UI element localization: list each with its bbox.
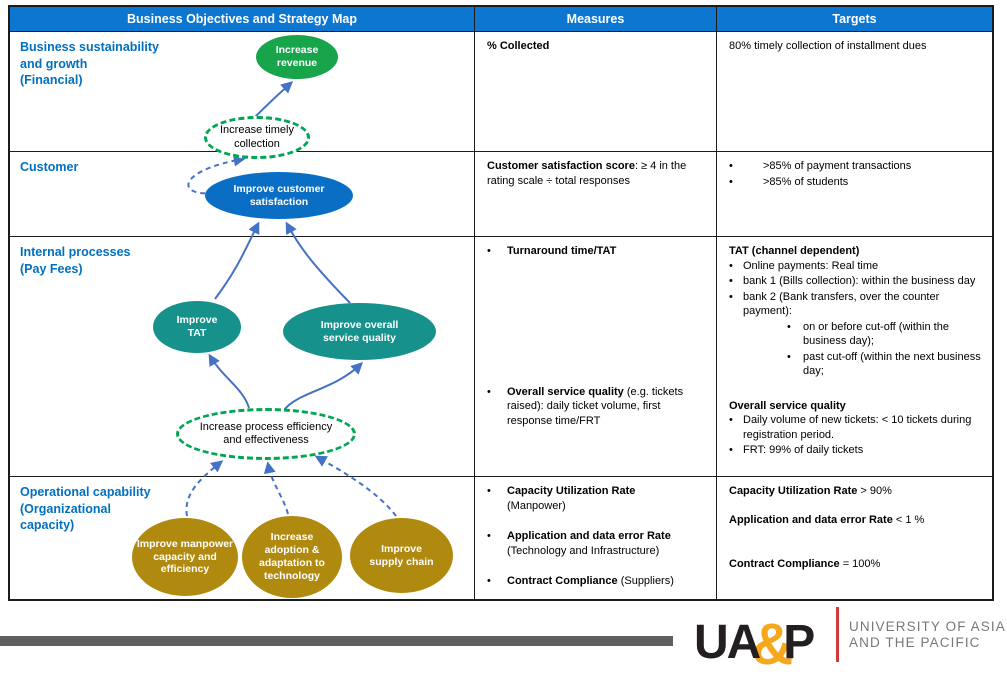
university-name-line1: UNIVERSITY OF ASIA	[849, 619, 1006, 634]
node-increase-timely-collection: Increase timely collection	[204, 116, 310, 159]
node-increase-process-efficiency: Increase process efficiency and effectiv…	[176, 408, 356, 460]
cell-financial-measures: % Collected	[475, 32, 717, 152]
target-online-payments-text: Online payments: Real time	[743, 259, 879, 272]
target-students-text: >85% of students	[763, 175, 849, 188]
university-name-line2: AND THE PACIFIC	[849, 635, 981, 651]
cell-financial-targets: 80% timely collection of installment due…	[717, 32, 992, 152]
logo-red-divider	[836, 607, 839, 662]
target-capacity-rest: > 90%	[857, 485, 892, 497]
node-improve-supply-chain: Improve supply chain	[350, 518, 453, 593]
target-bank1-text: bank 1 (Bills collection): within the bu…	[743, 275, 976, 288]
target-quality-heading: Overall service quality	[729, 399, 846, 412]
target-students: >85% of students	[729, 175, 982, 190]
target-before-cutoff-text: on or before cut-off (within the busines…	[803, 320, 949, 348]
target-daily-volume: Daily volume of new tickets: < 10 ticket…	[729, 413, 982, 442]
cell-internal-map: Internal processes (Pay Fees)	[10, 237, 475, 477]
measure-capacity-bold: Capacity Utilization Rate	[507, 485, 636, 497]
target-past-cutoff: past cut-off (within the next business d…	[787, 350, 982, 379]
header-measures-label: Measures	[566, 12, 625, 26]
header-measures: Measures	[475, 7, 717, 32]
measure-contract-rest: (Suppliers)	[617, 575, 674, 588]
target-frt-text: FRT: 99% of daily tickets	[743, 444, 864, 457]
target-payment-transactions: >85% of payment transactions	[729, 159, 982, 174]
target-contract-bold: Contract Compliance	[729, 558, 840, 571]
target-contract-rest: = 100%	[839, 558, 881, 571]
target-timely-collection: 80% timely collection of installment due…	[729, 40, 927, 52]
node-improve-tat: Improve TAT	[153, 301, 241, 353]
target-frt: FRT: 99% of daily tickets	[729, 443, 982, 458]
node-increase-adoption: Increase adoption & adaptation to techno…	[242, 516, 342, 598]
cell-operational-map: Operational capability (Organizational c…	[10, 477, 475, 599]
target-past-cutoff-text: past cut-off (within the next business d…	[803, 350, 981, 378]
measure-percent-collected: % Collected	[487, 40, 550, 52]
measure-service-quality-bold: Overall service quality	[507, 385, 624, 398]
measure-satisfaction-score: Customer satisfaction score	[487, 160, 635, 172]
uap-logo: UA & P	[694, 610, 815, 674]
cell-customer-targets: >85% of payment transactions >85% of stu…	[717, 152, 992, 237]
measure-contract: Contract Compliance (Suppliers)	[487, 574, 706, 589]
row-label-operational: Operational capability (Organizational c…	[20, 485, 151, 532]
measure-error-rate-bold: Application and data error Rate	[507, 530, 671, 543]
node-increase-revenue: Increase revenue	[256, 35, 338, 79]
measure-tat: Turnaround time/TAT	[487, 244, 706, 259]
target-capacity-bold: Capacity Utilization Rate	[729, 485, 858, 497]
node-improve-manpower: Improve manpower capacity and efficiency	[132, 518, 238, 596]
measure-service-quality: Overall service quality (e.g. tickets ra…	[487, 385, 706, 429]
target-error-rate: Application and data error Rate < 1 %	[729, 513, 982, 528]
node-improve-overall-service-quality: Improve overall service quality	[283, 303, 436, 360]
footer-divider-bar	[0, 636, 673, 646]
target-bank2: bank 2 (Bank transfers, over the counter…	[729, 290, 982, 319]
logo-p-text: P	[783, 616, 815, 669]
measure-tat-text: Turnaround time/TAT	[507, 245, 617, 257]
target-online-payments: Online payments: Real time	[729, 259, 982, 274]
target-error-rate-rest: < 1 %	[892, 513, 925, 526]
header-targets-label: Targets	[832, 12, 877, 26]
measure-satisfaction-score-detail: : ≥ 4 in the rating scale ÷ total respon…	[487, 160, 687, 187]
strategy-table: Business Objectives and Strategy Map Mea…	[8, 5, 994, 601]
node-improve-customer-satisfaction: Improve customer satisfaction	[205, 172, 353, 219]
header-strategy-map: Business Objectives and Strategy Map	[10, 7, 475, 32]
measure-capacity-rest: (Manpower)	[507, 499, 566, 512]
cell-internal-measures: Turnaround time/TAT Overall service qual…	[475, 237, 717, 477]
target-bank1: bank 1 (Bills collection): within the bu…	[729, 274, 982, 289]
row-label-customer: Customer	[20, 160, 79, 174]
measure-contract-bold: Contract Compliance	[507, 575, 618, 588]
target-capacity: Capacity Utilization Rate > 90%	[729, 484, 982, 499]
logo-ua-text: UA	[694, 616, 761, 669]
measure-service-quality-text: Overall service quality (e.g. tickets ra…	[507, 385, 706, 429]
header-targets: Targets	[717, 7, 992, 32]
row-label-financial: Business sustainability and growth (Fina…	[20, 40, 159, 87]
target-tat-heading: TAT (channel dependent)	[729, 245, 860, 257]
measure-error-rate-rest: (Technology and Infrastructure)	[507, 544, 660, 557]
header-strategy-map-label: Business Objectives and Strategy Map	[127, 12, 357, 26]
target-payment-transactions-text: >85% of payment transactions	[763, 160, 912, 172]
university-name: UNIVERSITY OF ASIA AND THE PACIFIC	[849, 619, 1006, 651]
measure-error-rate: Application and data error Rate(Technolo…	[487, 529, 706, 558]
cell-customer-measures: Customer satisfaction score: ≥ 4 in the …	[475, 152, 717, 237]
measure-capacity-text: Capacity Utilization Rate (Manpower)	[507, 484, 635, 513]
row-label-internal: Internal processes (Pay Fees)	[20, 245, 131, 276]
measure-capacity: Capacity Utilization Rate (Manpower)	[487, 484, 706, 513]
cell-operational-measures: Capacity Utilization Rate (Manpower) Appl…	[475, 477, 717, 599]
target-before-cutoff: on or before cut-off (within the busines…	[787, 320, 982, 349]
target-contract: Contract Compliance = 100%	[729, 557, 982, 572]
measure-contract-text: Contract Compliance (Suppliers)	[507, 574, 674, 589]
measure-error-rate-text: Application and data error Rate(Technolo…	[507, 529, 671, 558]
target-daily-volume-text: Daily volume of new tickets: < 10 ticket…	[743, 414, 972, 441]
target-bank2-text: bank 2 (Bank transfers, over the counter…	[743, 290, 940, 318]
measure-service-quality-rest: (e.g. tickets raised): daily ticket volu…	[507, 385, 684, 427]
cell-operational-targets: Capacity Utilization Rate > 90% Applicat…	[717, 477, 992, 599]
target-error-rate-bold: Application and data error Rate	[729, 513, 893, 526]
cell-internal-targets: TAT (channel dependent) Online payments:…	[717, 237, 992, 477]
